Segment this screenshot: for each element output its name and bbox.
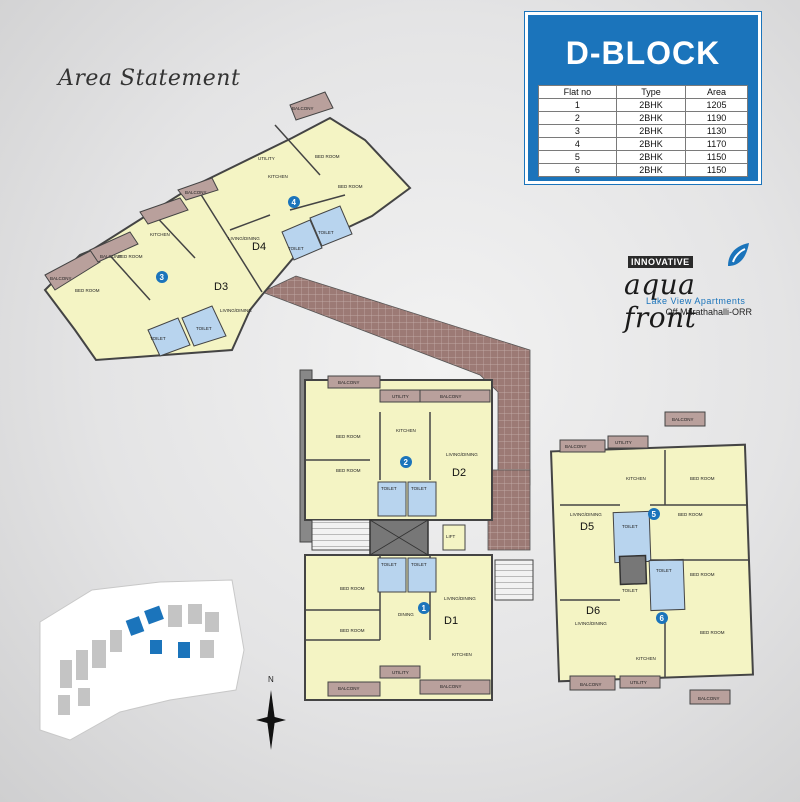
room-label: TOILET bbox=[656, 568, 672, 573]
flat-number-badge bbox=[156, 271, 168, 283]
water-drop-icon bbox=[728, 243, 749, 266]
room-label: BED ROOM bbox=[315, 154, 340, 159]
room-label: KITCHEN bbox=[626, 476, 646, 481]
room-label: BED ROOM bbox=[75, 288, 100, 293]
room-label: TOILET bbox=[622, 524, 638, 529]
room-label: BALCONY bbox=[440, 684, 462, 689]
key-plan bbox=[39, 579, 245, 741]
room-label: UTILITY bbox=[630, 680, 647, 685]
logo-location: Off Marathahalli-ORR bbox=[665, 307, 752, 317]
cell-area: 1150 bbox=[685, 163, 748, 177]
room-label: BED ROOM bbox=[678, 512, 703, 517]
flat-label: D6 bbox=[586, 605, 600, 617]
flat-label: D4 bbox=[252, 241, 266, 253]
flat-number: 2 bbox=[404, 458, 409, 467]
room-label: BED ROOM bbox=[118, 254, 143, 259]
flat-number-badge bbox=[288, 196, 300, 208]
room-label: BALCONY bbox=[672, 417, 694, 422]
compass-north-arrow: N bbox=[256, 675, 286, 750]
flat-number: 3 bbox=[160, 273, 165, 282]
compass-label: N bbox=[268, 675, 274, 684]
room-label: TOILET bbox=[411, 486, 427, 491]
area-table-header: Flat no Type Area bbox=[538, 85, 748, 99]
aquafront-logo: INNOVATIVE aqua front Lake View Apartmen… bbox=[620, 242, 770, 334]
room-label: BALCONY bbox=[580, 682, 602, 687]
flat-label: D3 bbox=[214, 281, 228, 293]
room-label: BALCONY bbox=[698, 696, 720, 701]
room-label: TOILET bbox=[196, 326, 212, 331]
room-label: BALCONY bbox=[565, 444, 587, 449]
room-label: LIVING/DINING bbox=[228, 236, 260, 241]
room-label: TOILET bbox=[381, 562, 397, 567]
room-label: UTILITY bbox=[615, 440, 632, 445]
room-label: BED ROOM bbox=[690, 476, 715, 481]
flat-label: D2 bbox=[452, 467, 466, 479]
block-title: D-BLOCK bbox=[565, 35, 721, 71]
room-label: KITCHEN bbox=[150, 232, 170, 237]
room-label: BALCONY bbox=[185, 190, 207, 195]
room-label: KITCHEN bbox=[636, 656, 656, 661]
flat-number-badge bbox=[648, 508, 660, 520]
room-label: BALCONY bbox=[440, 394, 462, 399]
logo-tagline: Lake View Apartments bbox=[646, 296, 746, 306]
cell-type: 2BHK bbox=[615, 163, 687, 177]
flat-label: D5 bbox=[580, 521, 594, 533]
room-label: KITCHEN bbox=[396, 428, 416, 433]
room-label: TOILET bbox=[318, 230, 334, 235]
flat-number-badge bbox=[400, 456, 412, 468]
room-label: LIVING/DINING bbox=[220, 308, 252, 313]
room-label: LIVING/DINING bbox=[570, 512, 602, 517]
room-label: BALCONY bbox=[338, 380, 360, 385]
area-statement-title: Area Statement bbox=[58, 66, 241, 91]
room-label: BED ROOM bbox=[338, 184, 363, 189]
flat-number-badge bbox=[656, 612, 668, 624]
corridor-walkway bbox=[260, 275, 531, 551]
right-wing: BALCONY UTILITY BALCONY KITCHEN BED ROOM… bbox=[550, 411, 754, 705]
room-label: BED ROOM bbox=[690, 572, 715, 577]
flat-number-badge bbox=[418, 602, 430, 614]
room-label: BED ROOM bbox=[336, 434, 361, 439]
logo-name: aqua front bbox=[624, 268, 697, 334]
room-label: BED ROOM bbox=[700, 630, 725, 635]
room-label: TOILET bbox=[411, 562, 427, 567]
flat-number: 4 bbox=[292, 198, 297, 207]
flat-label: D1 bbox=[444, 615, 458, 627]
logo-brand: INNOVATIVE bbox=[628, 256, 693, 268]
room-label: BED ROOM bbox=[340, 628, 365, 633]
room-label: TOILET bbox=[622, 588, 638, 593]
room-label: BED ROOM bbox=[336, 468, 361, 473]
central-wing: BALCONY UTILITY BALCONY BED ROOM KITCHEN… bbox=[299, 369, 534, 701]
flat-number: 6 bbox=[660, 614, 665, 623]
room-label: UTILITY bbox=[392, 394, 409, 399]
room-label: UTILITY bbox=[392, 670, 409, 675]
room-label: TOILET bbox=[288, 246, 304, 251]
room-label: LIVING/DINING bbox=[446, 452, 478, 457]
room-label: BALCONY bbox=[50, 276, 72, 281]
room-label: LIVING/DINING bbox=[444, 596, 476, 601]
room-label: DINING bbox=[398, 612, 414, 617]
room-label: LIFT bbox=[446, 534, 456, 539]
room-label: BALCONY bbox=[100, 254, 122, 259]
room-label: BALCONY bbox=[338, 686, 360, 691]
room-label: BED ROOM bbox=[340, 586, 365, 591]
flat-number: 1 bbox=[422, 604, 427, 613]
upper-wing: BED ROOM BED ROOM KITCHEN LIVING/DINING … bbox=[43, 91, 412, 362]
room-label: TOILET bbox=[381, 486, 397, 491]
room-label: UTILITY bbox=[258, 156, 275, 161]
room-label: KITCHEN bbox=[268, 174, 288, 179]
flat-number: 5 bbox=[652, 510, 657, 519]
room-label: KITCHEN bbox=[452, 652, 472, 657]
room-label: TOILET bbox=[150, 336, 166, 341]
room-label: BALCONY bbox=[292, 106, 314, 111]
room-label: LIVING/DINING bbox=[575, 621, 607, 626]
